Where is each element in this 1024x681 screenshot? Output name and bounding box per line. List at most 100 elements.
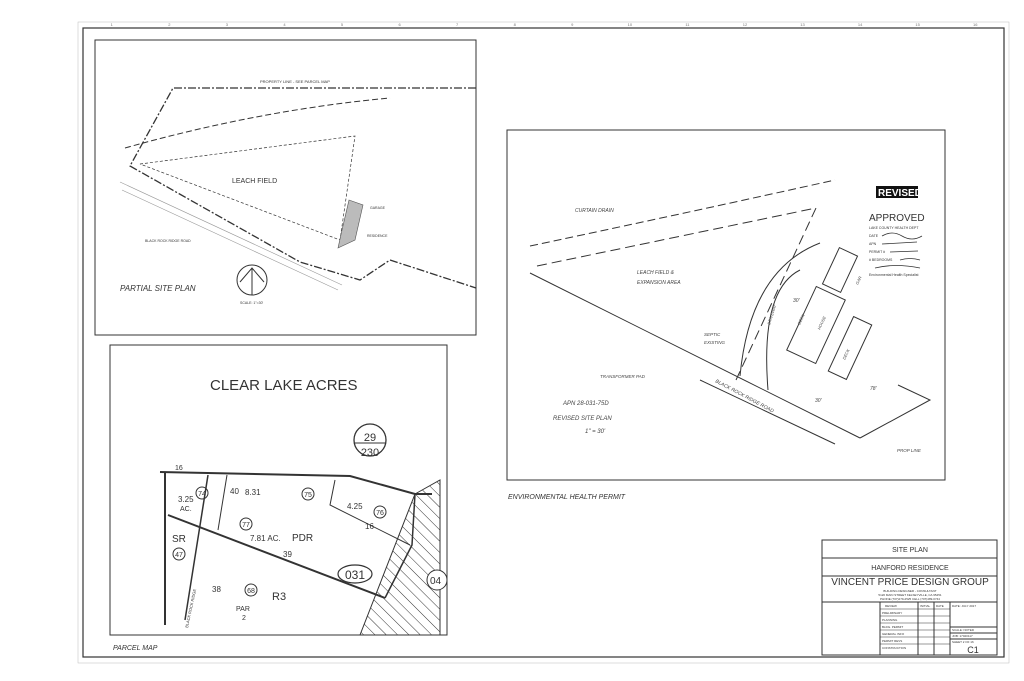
lot-label: 40	[230, 487, 239, 496]
property-line-label: PROPERTY LINE - SEE PARCEL MAP	[260, 79, 330, 84]
apn-stamp-label: APN	[869, 242, 877, 246]
leach-field-label: LEACH FIELD	[232, 178, 277, 185]
book-number: 29	[364, 432, 376, 444]
border-tick-label: 1	[111, 22, 114, 27]
border-tick-label: 12	[743, 22, 748, 27]
border-tick-label: 9	[571, 22, 574, 27]
review-row: CONSTRUCTION	[882, 646, 906, 650]
road-label: BLACK ROCK RIDGE ROAD	[145, 239, 191, 243]
specialist-label: Environmental Health Specialist	[869, 273, 918, 277]
zoning-label: SR	[172, 534, 186, 545]
border-tick-label: 2	[168, 22, 171, 27]
border-tick-label: 11	[685, 22, 690, 27]
parcel-number: 04	[430, 576, 442, 587]
partial-site-plan-panel: PROPERTY LINE - SEE PARCEL MAP LEACH FIE…	[94, 39, 477, 336]
acreage-label: 8.31	[245, 488, 261, 497]
residence-shape	[337, 199, 364, 249]
date-label: DATE: JULY 2017	[952, 604, 976, 608]
parcel-map-panel: CLEAR LAKE ACRES 29 230 16 3.25 AC. 74 4…	[109, 344, 448, 652]
border-tick-label: 16	[973, 22, 978, 27]
garage-label: GAR	[854, 275, 862, 285]
parcel-label: PAR	[236, 606, 250, 613]
bedrooms-label: # BEDROOMS	[869, 258, 893, 262]
septic-label: SEPTIC	[704, 332, 721, 337]
review-row: PRELIMINARY	[882, 611, 902, 615]
border-tick-label: 13	[800, 22, 805, 27]
parcel-label: 2	[242, 615, 246, 622]
transformer-label: TRANSFORMER PAD	[600, 374, 646, 379]
book-page-circle	[353, 423, 387, 457]
acreage-label: 3.25	[178, 495, 194, 504]
property-line	[129, 87, 477, 289]
review-row: BLDG. PERMIT	[882, 625, 903, 629]
sheet-number: C1	[967, 645, 979, 655]
zoning-label: R3	[272, 591, 286, 603]
deck-label: DECK	[796, 313, 805, 325]
dimension-label: 30'	[815, 398, 823, 404]
border-tick-label: 5	[341, 22, 344, 27]
road-label: BLACK ROCK RIDGE ROAD	[714, 378, 775, 414]
border-tick-label: 4	[283, 22, 286, 27]
garage-label: GARAGE	[370, 206, 386, 210]
septic-existing-label: EXISTING	[704, 340, 726, 345]
dimension-label: 78'	[870, 386, 878, 392]
approved-stamp: APPROVED	[869, 213, 925, 224]
parcel-map-heading: CLEAR LAKE ACRES	[210, 377, 358, 394]
parcel-circle-label: 47	[175, 552, 183, 559]
border-tick-label: 3	[226, 22, 229, 27]
border-tick-label: 7	[456, 22, 459, 27]
border-tick-label: 10	[628, 22, 633, 27]
sheet-border	[82, 27, 1005, 658]
review-row: GENERAL INFO	[882, 632, 905, 636]
leach-field-label: LEACH FIELD &	[637, 270, 675, 276]
review-row: PLANNING	[882, 618, 898, 622]
firm-phone: PHONE (707)279-2525 CELL (707)489-0744	[880, 597, 940, 601]
dept-label: LAKE COUNTY HEALTH DEPT	[869, 226, 919, 230]
panel-title: ENVIRONMENTAL HEALTH PERMIT	[508, 494, 626, 501]
residence-label: RESIDENCE	[367, 234, 388, 238]
review-header: REVIEW	[885, 604, 897, 608]
review-table: REVIEW INITIAL DATE PRELIMINARY PLANNING…	[880, 604, 950, 650]
signature	[874, 232, 923, 269]
acreage-label: 7.81 AC.	[250, 534, 281, 543]
acreage-unit: AC.	[180, 506, 192, 513]
deck-label: DECK	[841, 348, 850, 360]
house-label: HOUSE	[816, 315, 827, 330]
parcel-circle-label: 76	[376, 510, 384, 517]
page-number: 230	[361, 447, 379, 459]
scale-label: 1" = 30'	[585, 429, 606, 435]
project-name: HANFORD RESIDENCE	[871, 565, 949, 572]
zoning-label: PDR	[292, 533, 313, 544]
parcel-number: 031	[345, 568, 365, 582]
parcel-circle-label: 74	[198, 491, 206, 498]
acreage-label: 4.25	[347, 502, 363, 511]
revised-stamp: REVISED	[878, 188, 922, 199]
border-tick-label: 14	[858, 22, 863, 27]
border-tick-label: 15	[915, 22, 920, 27]
panel-title: PARCEL MAP	[113, 645, 158, 652]
approval-stamp: REVISED APPROVED LAKE COUNTY HEALTH DEPT…	[869, 186, 925, 277]
border-tick-label: 6	[398, 22, 401, 27]
road-label: BLACK ROCK RIDGE	[184, 588, 197, 628]
review-header: DATE	[936, 604, 944, 608]
revised-site-plan-label: REVISED SITE PLAN	[553, 416, 612, 422]
dimension-label: 30'	[793, 298, 801, 304]
lot-label: 39	[283, 550, 292, 559]
firm-name: VINCENT PRICE DESIGN GROUP	[831, 577, 989, 588]
job-number: JOB: 17020117	[952, 634, 973, 638]
expansion-area-label: EXPANSION AREA	[637, 280, 681, 286]
sheet-count: SHEET 2 OF 16	[952, 640, 974, 644]
border-tick-label: 8	[514, 22, 517, 27]
apn-label: APN 28-031-75D	[562, 401, 609, 407]
parcel-circle-label: 77	[242, 522, 250, 529]
lot-label: 16	[365, 522, 374, 531]
permit-label: PERMIT #	[869, 250, 885, 254]
scale-label: SCALE: NOTED	[952, 628, 975, 632]
curtain-drain-label: CURTAIN DRAIN	[575, 208, 614, 214]
review-header: INITIAL	[920, 604, 931, 608]
lot-label: 38	[212, 585, 221, 594]
prop-line-label: PROP LINE	[897, 448, 922, 453]
sheet-title: SITE PLAN	[892, 547, 928, 554]
outer-border	[77, 21, 1010, 664]
